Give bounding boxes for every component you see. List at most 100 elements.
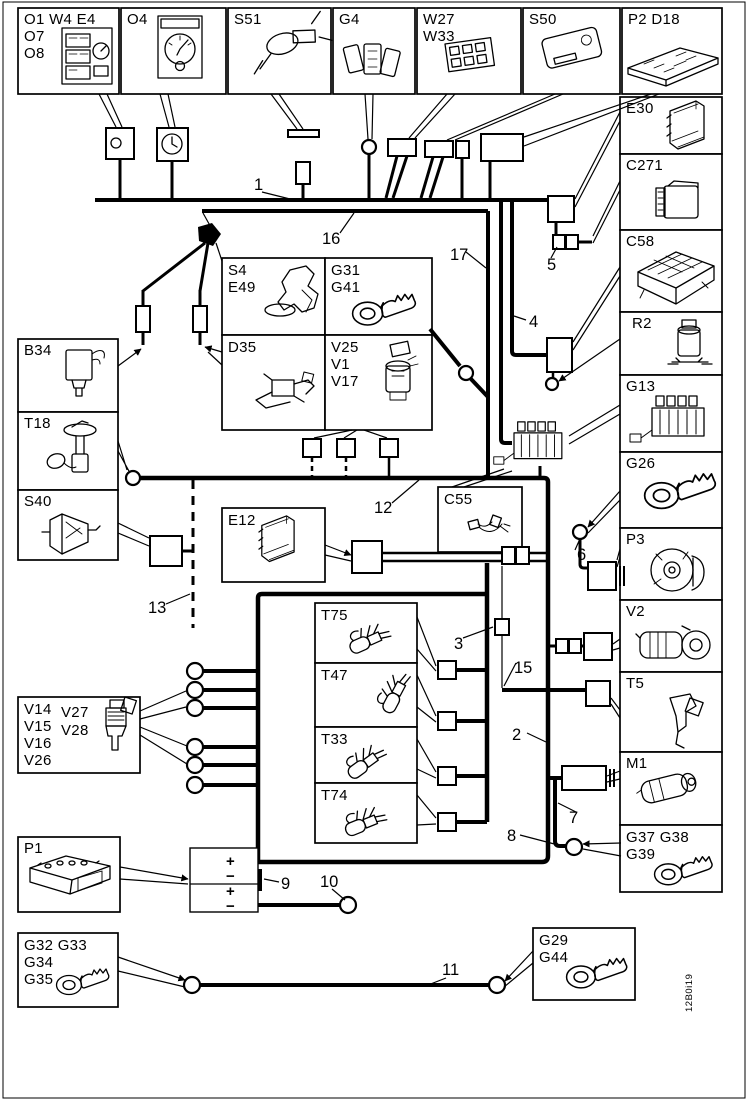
connector-square bbox=[424, 140, 454, 158]
component-box-g13: G13 bbox=[619, 374, 723, 453]
leader bbox=[98, 93, 123, 128]
component-label: G35 bbox=[24, 971, 53, 988]
component-box-t47: T47 bbox=[314, 662, 418, 728]
wire-segment bbox=[499, 200, 512, 445]
component-label: G4 bbox=[339, 11, 360, 28]
wire-label-13: 13 bbox=[148, 599, 166, 617]
component-label: V2 bbox=[626, 603, 645, 620]
diagram-code: 12B0i19 bbox=[684, 974, 695, 1012]
connector-stub-wires bbox=[384, 155, 445, 199]
component-box-p3: P3 bbox=[619, 527, 723, 601]
ground-node bbox=[182, 975, 202, 995]
wire-6 bbox=[578, 539, 588, 570]
wire-segment bbox=[142, 241, 210, 293]
ignition-switch-icon bbox=[253, 10, 333, 75]
component-label: W33 bbox=[423, 28, 455, 45]
component-box-t33: T33 bbox=[314, 726, 418, 784]
valve-bracket-icon bbox=[255, 371, 315, 409]
leader bbox=[215, 242, 223, 262]
leader bbox=[207, 351, 223, 366]
component-box-c271: C271 bbox=[619, 153, 723, 231]
leader bbox=[572, 266, 621, 351]
leader-lines bbox=[98, 93, 660, 988]
component-label: S4 bbox=[228, 262, 247, 279]
wire-label-6: 6 bbox=[577, 546, 586, 564]
label-leader bbox=[557, 802, 577, 813]
component-box-g37: G37 G38 G39 bbox=[619, 824, 723, 893]
component-label: S50 bbox=[529, 11, 557, 28]
wire-label-15: 15 bbox=[514, 659, 532, 677]
component-label: P3 bbox=[626, 531, 645, 548]
component-label: G34 bbox=[24, 954, 53, 971]
injector-icon bbox=[105, 696, 138, 751]
pressure-switch-icon bbox=[41, 513, 101, 555]
dashed-stub-wires bbox=[310, 457, 348, 476]
connector-square bbox=[480, 133, 524, 162]
component-label: G26 bbox=[626, 455, 655, 472]
inline-connector bbox=[192, 305, 208, 333]
wire-label-2: 2 bbox=[512, 726, 521, 744]
wire-12-and-main-bus bbox=[140, 475, 551, 865]
component-box-b34: B34 bbox=[17, 338, 119, 413]
wire-number-labels: 1 16 17 5 4 12 6 13 3 15 2 7 8 9 10 11 bbox=[148, 176, 586, 986]
component-label: V25 bbox=[331, 339, 359, 356]
component-label: B34 bbox=[24, 342, 52, 359]
harness-wires bbox=[95, 154, 592, 987]
component-label: R2 bbox=[632, 315, 652, 332]
component-label: G41 bbox=[331, 279, 360, 296]
leader bbox=[119, 866, 189, 882]
component-box-t5: T5 bbox=[619, 671, 723, 753]
component-box-t18: T18 bbox=[17, 411, 119, 491]
component-label: O4 bbox=[127, 11, 148, 28]
connector-cluster-icon bbox=[342, 43, 401, 78]
connector-housing-icon bbox=[655, 180, 699, 219]
battery-schematic: + − + − bbox=[189, 847, 259, 915]
leader bbox=[446, 93, 564, 141]
wire-label-16: 16 bbox=[322, 230, 340, 248]
junction-node bbox=[185, 698, 205, 718]
connector-bar bbox=[287, 129, 320, 138]
ground-node bbox=[457, 364, 475, 382]
control-module-icon bbox=[541, 26, 603, 69]
component-label: V28 bbox=[61, 722, 89, 739]
component-label: G37 G38 bbox=[626, 829, 689, 846]
wire-label-1: 1 bbox=[254, 176, 263, 194]
leader bbox=[523, 93, 660, 147]
label-leader bbox=[165, 593, 191, 605]
harness-grommet bbox=[198, 223, 221, 246]
ground-node bbox=[571, 523, 589, 541]
connector-square bbox=[302, 438, 322, 458]
connector-square bbox=[437, 660, 457, 680]
label-leader bbox=[526, 732, 547, 743]
wire-segment bbox=[469, 377, 490, 399]
junction-node bbox=[185, 737, 205, 757]
component-label: E49 bbox=[228, 279, 256, 296]
connector-square bbox=[585, 680, 611, 707]
connectors bbox=[105, 127, 625, 832]
inline-connector bbox=[515, 546, 530, 565]
wire-label-12: 12 bbox=[374, 499, 392, 517]
connector-square bbox=[437, 711, 457, 731]
junction-node bbox=[185, 755, 205, 775]
component-label: E30 bbox=[626, 100, 654, 117]
injector-loop-bus bbox=[255, 591, 487, 862]
component-label: G31 bbox=[331, 262, 360, 279]
leader bbox=[504, 950, 534, 982]
inline-connector bbox=[568, 638, 582, 654]
leader bbox=[117, 970, 186, 988]
label-leader bbox=[513, 315, 527, 321]
component-label: S51 bbox=[234, 11, 262, 28]
connector-square bbox=[583, 632, 613, 661]
wire-label-11: 11 bbox=[442, 961, 459, 979]
label-leader bbox=[391, 479, 420, 504]
connector-square bbox=[379, 438, 399, 458]
leader bbox=[416, 738, 437, 779]
wire-label-17: 17 bbox=[450, 246, 468, 264]
wire-label-9: 9 bbox=[281, 875, 290, 893]
component-box-v25: V25 V1 V17 bbox=[324, 334, 433, 431]
clock-icon bbox=[161, 133, 183, 155]
component-label: G32 G33 bbox=[24, 937, 87, 954]
inline-connector bbox=[501, 546, 516, 565]
